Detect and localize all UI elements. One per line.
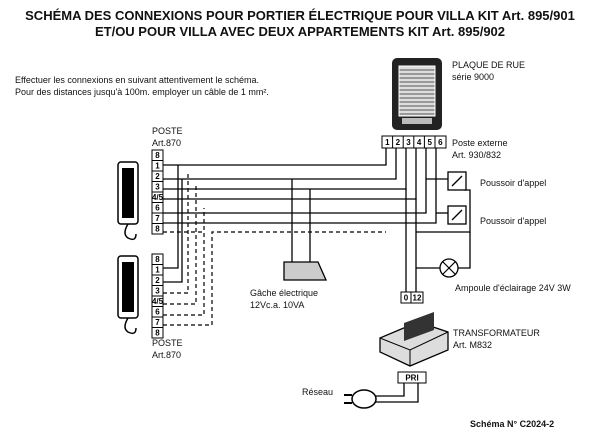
post_bottom-terminal-1: 1 [155,266,160,275]
push-button-1-label: Poussoir d'appel [480,178,547,188]
post-top-article: Art.870 [152,138,182,148]
push-button-1-icon [447,171,467,191]
lamp-label: Ampoule d'éclairage 24V 3W [455,283,571,293]
push-button-2-icon [447,205,467,225]
external-terminal-1: 1 [385,138,390,147]
external-terminal-2: 2 [396,138,401,147]
lamp-icon [439,258,459,278]
transformer-article: Art. M832 [453,340,493,350]
post_top-terminal-6: 7 [155,214,160,223]
handset-top-icon [117,161,139,241]
mains-plug-icon [344,383,419,409]
post_bottom-terminal-3: 3 [155,287,160,296]
transformer-icon [379,312,449,367]
street-panel-device [392,58,442,130]
post_bottom-terminal-4: 4/5 [152,297,164,306]
schema-reference: Schéma N° C2024-2 [470,419,555,429]
transformer-terminal-0: 0 [404,294,409,303]
primary-label: PRI [405,374,418,383]
post-bottom-terminals: 8 12 34/5 67 8 [151,253,164,339]
external-post-article: Art. 930/832 [452,150,502,160]
post_bottom-terminal-5: 6 [155,308,160,317]
post_top-terminal-3: 3 [155,183,160,192]
post_bottom-terminal-6: 7 [155,318,160,327]
handset-bottom-icon [117,255,139,335]
transformer-terminal-12: 12 [413,294,422,303]
strike-label: Gâche électrique [250,288,319,298]
post_bottom-terminal-2: 2 [155,276,160,285]
post_top-terminal-7: 8 [155,225,160,234]
wires-solid [163,148,471,292]
instruction-line2: Pour des distances jusqu'à 100m. employe… [15,87,269,97]
external-terminal-3: 3 [406,138,411,147]
external-terminal-6: 6 [438,138,443,147]
external-terminal-5: 5 [427,138,432,147]
diagram-title-line1: SCHÉMA DES CONNEXIONS POUR PORTIER ÉLECT… [25,8,575,23]
mains-label: Réseau [302,387,334,397]
post-top-terminals: 8 12 34/5 67 8 [151,149,164,235]
wires-dashed [163,173,386,326]
transformer-terminals: 0 12 [400,291,424,304]
push-button-2-label: Poussoir d'appel [480,216,547,226]
post_top-terminal-0: 8 [155,151,160,160]
transformer-label: TRANSFORMATEUR [453,328,540,338]
street-panel-label: PLAQUE DE RUE [452,60,526,70]
primary-terminals: PRI [397,371,427,384]
post_bottom-terminal-0: 8 [155,255,160,264]
post-bottom-article: Art.870 [152,350,182,360]
external-terminal-4: 4 [417,138,422,147]
electric-strike-icon [283,261,328,281]
street-panel-series: série 9000 [452,72,495,82]
strike-rating: 12Vc.a. 10VA [250,300,305,310]
instruction-line1: Effectuer les connexions en suivant atte… [15,75,259,85]
post-bottom-label: POSTE [152,338,183,348]
post_top-terminal-4: 4/5 [152,193,164,202]
external-post-label: Poste externe [452,138,508,148]
post_top-terminal-5: 6 [155,204,160,213]
post-top-label: POSTE [152,126,183,136]
diagram-title-line2: ET/OU POUR VILLA AVEC DEUX APPARTEMENTS … [94,24,506,39]
post_top-terminal-2: 2 [155,172,160,181]
post_top-terminal-1: 1 [155,162,160,171]
post_bottom-terminal-7: 8 [155,329,160,338]
